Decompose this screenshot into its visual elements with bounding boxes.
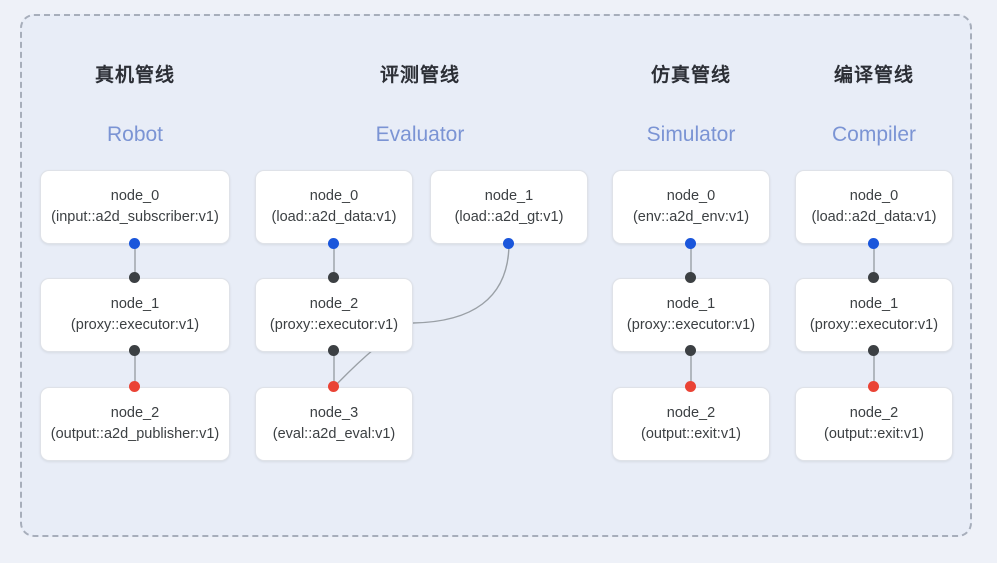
pipeline-column-simulator: 仿真管线 Simulator [612,0,770,563]
port-output-compiler-1[interactable] [868,345,879,356]
column-title-cn-simulator: 仿真管线 [650,65,731,86]
pipeline-column-compiler: 编译管线 Compiler [795,0,953,563]
port-input-compiler-2[interactable] [868,381,879,392]
node-name: node_1 [110,296,160,312]
port-input-simulator-2[interactable] [685,381,696,392]
column-title-cn-robot: 真机管线 [94,65,175,86]
node-spec: (input::a2d_subscriber:v1) [51,209,219,225]
node-name: node_2 [110,405,160,421]
node-spec: (env::a2d_env:v1) [632,209,750,225]
node-simulator-0[interactable]: node_0 (env::a2d_env:v1) [612,170,770,244]
column-title-cn-evaluator: 评测管线 [379,65,460,86]
column-title-en-simulator: Simulator [646,123,736,146]
node-simulator-2[interactable]: node_2 (output::exit:v1) [612,387,770,461]
port-output-robot-1[interactable] [129,345,140,356]
node-simulator-1[interactable]: node_1 (proxy::executor:v1) [612,278,770,352]
node-spec: (proxy::executor:v1) [70,317,200,333]
port-input-robot-2[interactable] [129,381,140,392]
node-spec: (load::a2d_data:v1) [271,209,397,225]
port-input-compiler-1[interactable] [868,272,879,283]
node-name: node_3 [309,405,359,421]
node-compiler-2[interactable]: node_2 (output::exit:v1) [795,387,953,461]
node-evaluator-3[interactable]: node_3 (eval::a2d_eval:v1) [255,387,413,461]
node-name: node_0 [849,188,899,204]
port-output-evaluator-0[interactable] [328,238,339,249]
port-output-simulator-1[interactable] [685,345,696,356]
port-output-evaluator-2[interactable] [328,345,339,356]
port-output-simulator-0[interactable] [685,238,696,249]
node-name: node_2 [666,405,716,421]
node-name: node_1 [666,296,716,312]
node-name: node_2 [309,296,359,312]
column-title-en-evaluator: Evaluator [375,123,465,146]
pipeline-column-robot: 真机管线 Robot [40,0,230,563]
node-name: node_1 [849,296,899,312]
port-input-evaluator-3[interactable] [328,381,339,392]
node-evaluator-gt[interactable]: node_1 (load::a2d_gt:v1) [430,170,588,244]
node-spec: (output::exit:v1) [824,426,924,442]
node-spec: (proxy::executor:v1) [269,317,399,333]
column-title-en-robot: Robot [106,123,164,146]
node-compiler-0[interactable]: node_0 (load::a2d_data:v1) [795,170,953,244]
node-spec: (proxy::executor:v1) [809,317,939,333]
node-name: node_0 [666,188,716,204]
node-spec: (proxy::executor:v1) [626,317,756,333]
node-name: node_0 [309,188,359,204]
node-name: node_0 [110,188,160,204]
column-title-en-compiler: Compiler [831,123,917,146]
port-output-robot-0[interactable] [129,238,140,249]
port-output-evaluator-gt[interactable] [503,238,514,249]
column-title-cn-compiler: 编译管线 [833,65,914,86]
node-name: node_1 [484,188,534,204]
port-input-robot-1[interactable] [129,272,140,283]
node-name: node_2 [849,405,899,421]
port-input-simulator-1[interactable] [685,272,696,283]
node-robot-0[interactable]: node_0 (input::a2d_subscriber:v1) [40,170,230,244]
node-robot-1[interactable]: node_1 (proxy::executor:v1) [40,278,230,352]
node-compiler-1[interactable]: node_1 (proxy::executor:v1) [795,278,953,352]
node-robot-2[interactable]: node_2 (output::a2d_publisher:v1) [40,387,230,461]
pipeline-column-evaluator: 评测管线 Evaluator [255,0,585,563]
node-evaluator-2[interactable]: node_2 (proxy::executor:v1) [255,278,413,352]
port-input-evaluator-2[interactable] [328,272,339,283]
node-spec: (eval::a2d_eval:v1) [272,426,396,442]
node-spec: (load::a2d_data:v1) [811,209,937,225]
node-spec: (output::exit:v1) [641,426,741,442]
port-output-compiler-0[interactable] [868,238,879,249]
node-spec: (load::a2d_gt:v1) [454,209,564,225]
node-evaluator-0[interactable]: node_0 (load::a2d_data:v1) [255,170,413,244]
node-spec: (output::a2d_publisher:v1) [50,426,220,442]
